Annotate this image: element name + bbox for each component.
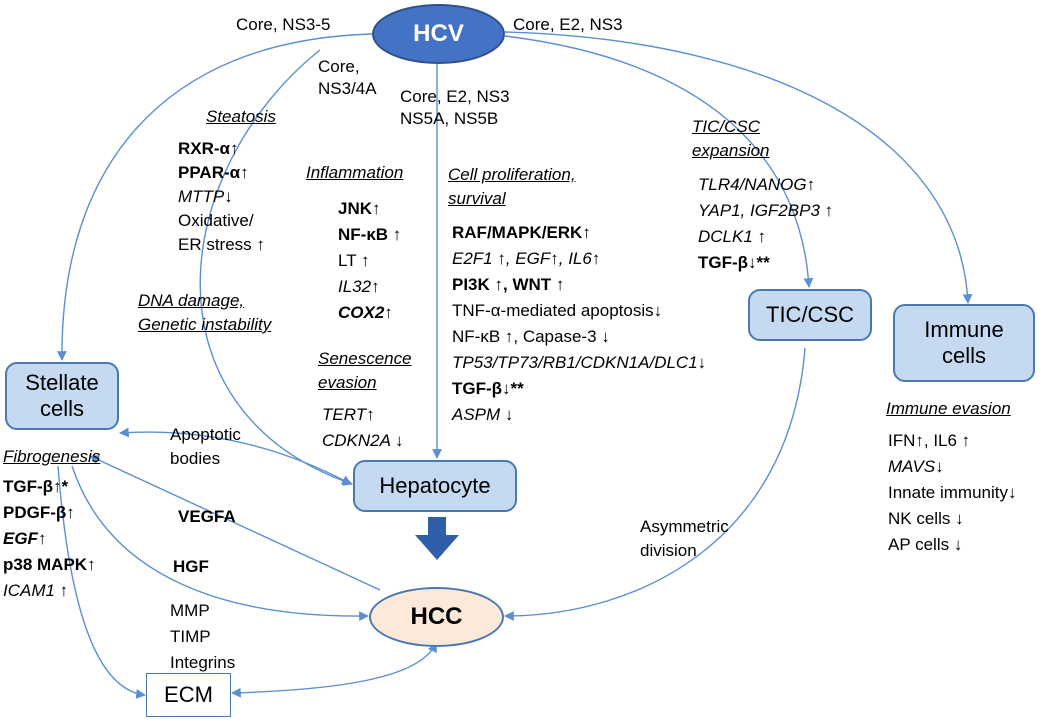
edge-ecm-hcc: [231, 642, 437, 698]
inflammation-line-5: COX2↑: [338, 303, 393, 322]
proliferation-line-7: TGF-β↓**: [452, 379, 524, 398]
edge-hcv-to-stellate: [57, 33, 373, 361]
immune-evasion-line-5: AP cells ↓: [888, 535, 963, 554]
immune-evasion-line-2: MAVS↓: [888, 457, 944, 476]
node-stellate-line-1: Stellate: [25, 370, 99, 395]
senescence-line-1: TERT↑: [322, 405, 375, 424]
node-hcc: HCC: [369, 587, 504, 647]
edge-vegfa: [89, 455, 381, 591]
tic-expansion-line-4: TGF-β↓**: [698, 253, 770, 272]
edge-label-apoptotic-1: Apoptotic: [170, 425, 241, 444]
inflammation-title: Inflammation: [306, 163, 404, 182]
proliferation-line-5: NF-κB ↑, Capase-3 ↓: [452, 327, 610, 346]
proliferation-title-1: Cell proliferation,: [448, 165, 576, 184]
node-stellate-line-2: cells: [39, 396, 84, 421]
node-hepatocyte-label: Hepatocyte: [379, 473, 491, 498]
inflammation-line-1: JNK↑: [338, 199, 381, 218]
edge-stellate-hepatocyte: [119, 427, 352, 485]
edge-label-asymmetric-1: Asymmetric: [640, 517, 729, 536]
node-stellate-cells: Stellate cells: [5, 362, 119, 430]
steatosis-line-1: RXR-α↑: [178, 139, 239, 158]
node-immune-line-2: cells: [941, 343, 986, 368]
dna-damage-title-2: Genetic instability: [138, 315, 272, 334]
edge-hcv-to-immune: [504, 31, 973, 304]
edge-label-vegfa: VEGFA: [178, 507, 236, 526]
tic-expansion-title-1: TIC/CSC: [692, 117, 760, 136]
node-hcv-label: HCV: [413, 20, 464, 47]
tic-expansion-line-3: DCLK1 ↑: [698, 227, 767, 246]
edge-label-asymmetric-2: division: [640, 541, 697, 560]
edge-label-timp: TIMP: [170, 627, 211, 646]
big-arrow-hepatocyte-to-hcc: [415, 517, 459, 560]
fibrogenesis-title: Fibrogenesis: [3, 447, 101, 466]
node-immune-cells: Immune cells: [893, 304, 1035, 382]
proliferation-line-8: ASPM ↓: [452, 405, 514, 424]
fibrogenesis-line-5: ICAM1 ↑: [3, 581, 69, 600]
proliferation-line-4: TNF-α-mediated apoptosis↓: [452, 301, 663, 320]
dna-damage-title-1: DNA damage,: [138, 291, 245, 310]
node-ecm-label: ECM: [164, 682, 213, 707]
steatosis-line-3: MTTP↓: [178, 187, 233, 206]
proliferation-line-6: TP53/TP73/RB1/CDKN1A/DLC1↓: [452, 353, 707, 372]
inflammation-line-4: IL32↑: [338, 277, 380, 296]
inflammation-line-2: NF-κB ↑: [338, 225, 402, 244]
immune-evasion-title: Immune evasion: [886, 399, 1011, 418]
tic-expansion-line-1: TLR4/NANOG↑: [698, 175, 816, 194]
steatosis-line-4: Oxidative/: [178, 211, 254, 230]
node-hepatocyte: Hepatocyte: [353, 460, 517, 512]
edge-tic-to-hcc: [504, 347, 806, 621]
proliferation-line-2: E2F1 ↑, EGF↑, IL6↑: [452, 249, 601, 268]
inflammation-line-3: LT ↑: [338, 251, 370, 270]
edge-label-integrins: Integrins: [170, 653, 236, 672]
edge-label-to-hepatocyte-left-1: Core,: [318, 57, 360, 76]
proliferation-line-3: PI3K ↑, WNT ↑: [452, 275, 565, 294]
edge-label-to-hepatocyte-left-2: NS3/4A: [318, 79, 377, 98]
proliferation-title-2: survival: [448, 189, 506, 208]
edge-label-mmp: MMP: [170, 601, 210, 620]
immune-evasion-line-4: NK cells ↓: [888, 509, 964, 528]
steatosis-line-2: PPAR-α↑: [178, 163, 249, 182]
edge-hgf: [71, 465, 369, 622]
proliferation-line-1: RAF/MAPK/ERK↑: [452, 223, 591, 242]
edge-stellate-to-ecm: [57, 465, 146, 699]
node-ecm: ECM: [146, 673, 231, 717]
edge-label-to-hepatocyte-2: NS5A, NS5B: [400, 109, 499, 128]
edge-label-to-hepatocyte-1: Core, E2, NS3: [400, 87, 510, 106]
immune-evasion-line-1: IFN↑, IL6 ↑: [888, 431, 971, 450]
node-tic-csc-label: TIC/CSC: [766, 302, 854, 327]
node-tic-csc: TIC/CSC: [748, 289, 872, 341]
senescence-line-2: CDKN2A ↓: [322, 431, 404, 450]
edge-label-apoptotic-2: bodies: [170, 449, 221, 468]
steatosis-line-5: ER stress ↑: [178, 235, 265, 254]
fibrogenesis-line-3: EGF↑: [3, 529, 47, 548]
edge-hcv-to-tic: [504, 35, 814, 288]
tic-expansion-title-2: expansion: [692, 141, 770, 160]
tic-expansion-line-2: YAP1, IGF2BP3 ↑: [698, 201, 834, 220]
node-immune-line-1: Immune: [924, 317, 1004, 342]
node-hcv: HCV: [372, 4, 505, 64]
immune-evasion-line-3: Innate immunity↓: [888, 483, 1017, 502]
fibrogenesis-line-4: p38 MAPK↑: [3, 555, 96, 574]
edge-label-to-stellate: Core, NS3-5: [236, 15, 331, 34]
fibrogenesis-line-2: PDGF-β↑: [3, 503, 75, 522]
node-hcc-label: HCC: [410, 603, 463, 630]
senescence-title-2: evasion: [318, 373, 377, 392]
fibrogenesis-line-1: TGF-β↑*: [3, 477, 69, 496]
senescence-title-1: Senescence: [318, 349, 412, 368]
steatosis-title: Steatosis: [206, 107, 276, 126]
edge-label-to-tic-immune: Core, E2, NS3: [513, 15, 623, 34]
edge-label-hgf: HGF: [173, 557, 209, 576]
